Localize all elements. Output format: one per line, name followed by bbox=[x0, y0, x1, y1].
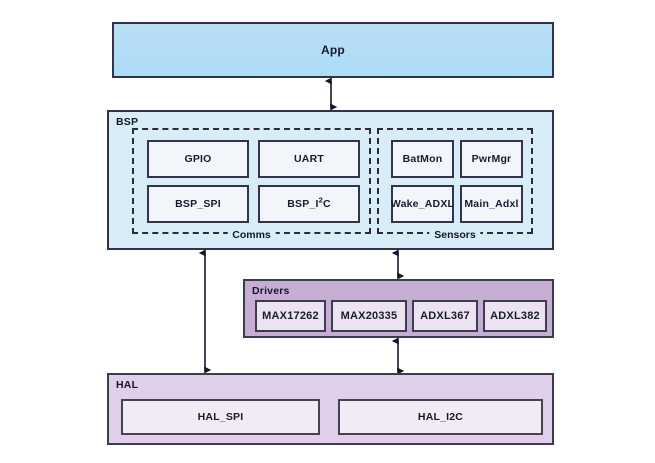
box-max20335-label: MAX20335 bbox=[340, 310, 398, 322]
box-max17262[interactable]: MAX17262 bbox=[255, 300, 326, 332]
connector-bsp-to-hal bbox=[198, 249, 212, 374]
box-main-adxl-label: Main_Adxl bbox=[464, 198, 519, 210]
box-hal-i2c-label: HAL_I2C bbox=[417, 411, 464, 423]
box-adxl367-label: ADXL367 bbox=[420, 310, 470, 322]
box-bsp-i2c[interactable]: BSP_I2C bbox=[258, 185, 360, 223]
box-batmon[interactable]: BatMon bbox=[391, 140, 454, 178]
box-gpio[interactable]: GPIO bbox=[147, 140, 249, 178]
box-wake-adxl[interactable]: Wake_ADXL bbox=[391, 185, 454, 223]
layer-drivers: Drivers MAX17262 MAX20335 ADXL367 ADXL38… bbox=[243, 279, 554, 338]
box-hal-spi[interactable]: HAL_SPI bbox=[121, 399, 320, 435]
box-batmon-label: BatMon bbox=[402, 153, 443, 165]
box-uart-label: UART bbox=[294, 153, 324, 165]
connector-drivers-to-hal bbox=[391, 337, 405, 375]
connector-bsp-sensors-to-drivers bbox=[391, 249, 405, 280]
box-adxl382-label: ADXL382 bbox=[490, 310, 540, 322]
group-sensors-caption: Sensors bbox=[429, 229, 481, 241]
group-sensors: BatMon PwrMgr Wake_ADXL Main_Adxl Sensor… bbox=[377, 128, 533, 241]
box-pwrmgr[interactable]: PwrMgr bbox=[460, 140, 523, 178]
layer-app: App bbox=[112, 22, 554, 78]
layer-hal: HAL HAL_SPI HAL_I2C bbox=[107, 373, 554, 445]
box-gpio-label: GPIO bbox=[184, 153, 212, 165]
box-hal-i2c[interactable]: HAL_I2C bbox=[338, 399, 543, 435]
box-bsp-i2c-label-superscript: 2 bbox=[318, 195, 323, 205]
layer-hal-title: HAL bbox=[116, 379, 139, 391]
box-bsp-spi-label: BSP_SPI bbox=[175, 198, 221, 210]
box-wake-adxl-label: Wake_ADXL bbox=[390, 198, 455, 210]
box-pwrmgr-label: PwrMgr bbox=[471, 153, 512, 165]
box-max17262-label: MAX17262 bbox=[262, 310, 319, 322]
group-comms-caption: Comms bbox=[227, 229, 276, 241]
layer-bsp: BSP GPIO UART BSP_SPI BSP_I2C Comms BatM… bbox=[107, 110, 554, 250]
layer-bsp-title: BSP bbox=[116, 116, 139, 128]
box-bsp-i2c-label-suffix: C bbox=[322, 198, 331, 210]
connector-app-to-bsp bbox=[324, 77, 338, 111]
box-bsp-i2c-label: BSP_I2C bbox=[287, 195, 331, 210]
box-bsp-spi[interactable]: BSP_SPI bbox=[147, 185, 249, 223]
group-comms: GPIO UART BSP_SPI BSP_I2C Comms bbox=[132, 128, 371, 241]
layer-app-label: App bbox=[321, 43, 345, 57]
box-max20335[interactable]: MAX20335 bbox=[331, 300, 407, 332]
layer-drivers-title: Drivers bbox=[252, 285, 290, 297]
box-adxl367[interactable]: ADXL367 bbox=[412, 300, 478, 332]
box-main-adxl[interactable]: Main_Adxl bbox=[460, 185, 523, 223]
box-hal-spi-label: HAL_SPI bbox=[197, 411, 244, 423]
box-adxl382[interactable]: ADXL382 bbox=[483, 300, 547, 332]
box-uart[interactable]: UART bbox=[258, 140, 360, 178]
box-bsp-i2c-label-prefix: BSP_I bbox=[287, 198, 319, 210]
